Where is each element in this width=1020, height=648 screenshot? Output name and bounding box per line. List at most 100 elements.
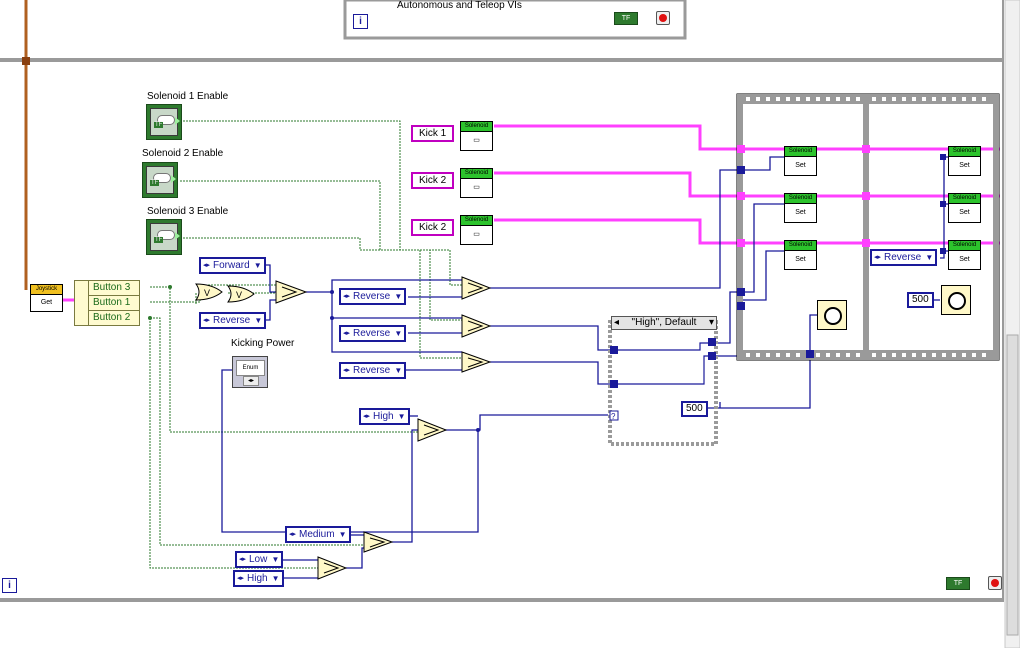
solenoid-open-vi-3[interactable]: Solenoid ▭: [460, 215, 493, 245]
solenoid-open-vi-1[interactable]: Solenoid▭: [460, 121, 493, 151]
spin-icon: ◂▸: [363, 413, 371, 420]
reverse-text: Reverse: [353, 328, 391, 339]
solenoid-header: Solenoid: [461, 216, 492, 226]
or-gates[interactable]: [195, 283, 255, 303]
dropdown-icon: ▼: [925, 253, 934, 262]
spin-icon: ◂▸: [203, 262, 211, 269]
reverse-constant-3[interactable]: ◂▸Reverse▼: [339, 362, 407, 379]
spin-icon: ◂▸: [874, 254, 882, 261]
tunnel-brown: [22, 57, 30, 65]
clock-icon: [948, 292, 966, 310]
dropdown-icon: ▼: [271, 574, 280, 583]
boolean-wires: [149, 120, 462, 569]
high-text: High: [247, 573, 268, 584]
frame-magenta-tunnels: [737, 145, 870, 247]
case-prev-icon[interactable]: ◂: [614, 317, 620, 328]
dropdown-icon: ▼: [254, 316, 263, 325]
solenoid2-enable-control[interactable]: TF: [142, 162, 178, 198]
button3-output: Button 3: [89, 281, 139, 296]
kick2-string-b[interactable]: Kick 2: [411, 219, 455, 236]
high-constant-2[interactable]: ◂▸High▼: [233, 570, 284, 587]
dropdown-icon: ▼: [394, 292, 403, 301]
case-q: ?: [611, 412, 616, 421]
reverse-constant-1[interactable]: ◂▸Reverse▼: [339, 288, 407, 305]
solenoid-header: Solenoid: [785, 194, 816, 204]
dropdown-icon: ▼: [394, 366, 403, 375]
tf-indicator-bottom: TF: [946, 577, 970, 590]
joystick-header: Joystick: [31, 285, 62, 295]
wait-ms-function-2[interactable]: [941, 285, 971, 315]
button-unbundle[interactable]: Button 3 Button 1 Button 2: [88, 280, 140, 326]
solenoid-open-vi-2[interactable]: Solenoid▭: [460, 168, 493, 198]
medium-constant[interactable]: ◂▸Medium▼: [285, 526, 351, 543]
case-selector-terminal: [609, 410, 619, 421]
top-frame-caption: Autonomous and Teleop VIs: [397, 0, 522, 11]
film-holes: [746, 97, 986, 357]
case-selector[interactable]: ◂ "High", Default ▾: [611, 316, 717, 330]
solenoid1-enable-control[interactable]: TF: [146, 104, 182, 140]
set-text: Set: [795, 162, 806, 169]
kicking-power-label: Kicking Power: [231, 338, 295, 349]
case-tunnels: [610, 338, 716, 388]
spin-icon: ◂▸: [343, 293, 351, 300]
enum-arrows-icon: ◂▸: [243, 376, 259, 386]
low-constant[interactable]: ◂▸Low▼: [235, 551, 284, 568]
reverse-constant-frame[interactable]: ◂▸Reverse▼: [870, 249, 938, 266]
or-label-1: V: [204, 288, 210, 298]
spin-icon: ◂▸: [343, 367, 351, 374]
forward-text: Forward: [213, 260, 250, 271]
dropdown-icon: ▼: [271, 555, 280, 564]
spin-icon: ◂▸: [203, 317, 211, 324]
reverse-constant[interactable]: ◂▸Reverse▼: [199, 312, 267, 329]
tf-label: TF: [154, 237, 164, 243]
reverse-text: Reverse: [353, 291, 391, 302]
reverse-constant-2[interactable]: ◂▸Reverse▼: [339, 325, 407, 342]
high-constant-1[interactable]: ◂▸High▼: [359, 408, 410, 425]
spin-icon: ◂▸: [237, 575, 245, 582]
wait-ms-function[interactable]: [817, 300, 847, 330]
case-structure[interactable]: [608, 320, 718, 446]
frame-blue-tunnels: [737, 154, 946, 358]
solenoid3-label: Solenoid 3 Enable: [147, 206, 229, 217]
wait-500-frame-constant[interactable]: 500: [907, 292, 934, 308]
stop-icon[interactable]: [988, 576, 1002, 590]
medium-text: Medium: [299, 529, 335, 540]
solenoid-header: Solenoid: [949, 241, 980, 251]
spin-icon: ◂▸: [289, 531, 297, 538]
kick2-string-a[interactable]: Kick 2: [411, 172, 455, 189]
tf-label: TF: [154, 122, 164, 128]
button2-output: Button 2: [93, 312, 131, 323]
forward-constant[interactable]: ◂▸Forward▼: [199, 257, 266, 274]
case-dropdown-icon[interactable]: ▾: [708, 317, 714, 328]
dropdown-icon: ▼: [397, 412, 406, 421]
spin-icon: ◂▸: [343, 330, 351, 337]
kicking-power-control[interactable]: Enum◂▸: [232, 356, 268, 388]
info-icon-top: i: [353, 14, 368, 29]
film-strip-top: [737, 94, 999, 360]
solenoid3-enable-control[interactable]: TF: [146, 219, 182, 255]
set-text: Set: [795, 209, 806, 216]
kick1-string[interactable]: Kick 1: [411, 125, 455, 142]
scrollbar-thumb[interactable]: [1006, 334, 1019, 636]
set-text: Set: [795, 256, 806, 263]
open-icon: ▭: [473, 231, 480, 238]
joystick-body: Get: [40, 299, 53, 306]
spin-icon: ◂▸: [239, 556, 247, 563]
stop-icon[interactable]: [656, 11, 670, 25]
case-selector-text: "High", Default: [631, 317, 697, 328]
info-icon-bottom: i: [2, 578, 17, 593]
set-text: Set: [959, 162, 970, 169]
set-text: Set: [959, 209, 970, 216]
solenoid-header: Solenoid: [785, 241, 816, 251]
wait-500-constant[interactable]: 500: [681, 401, 708, 417]
dropdown-icon: ▼: [338, 530, 347, 539]
low-text: Low: [249, 554, 268, 565]
